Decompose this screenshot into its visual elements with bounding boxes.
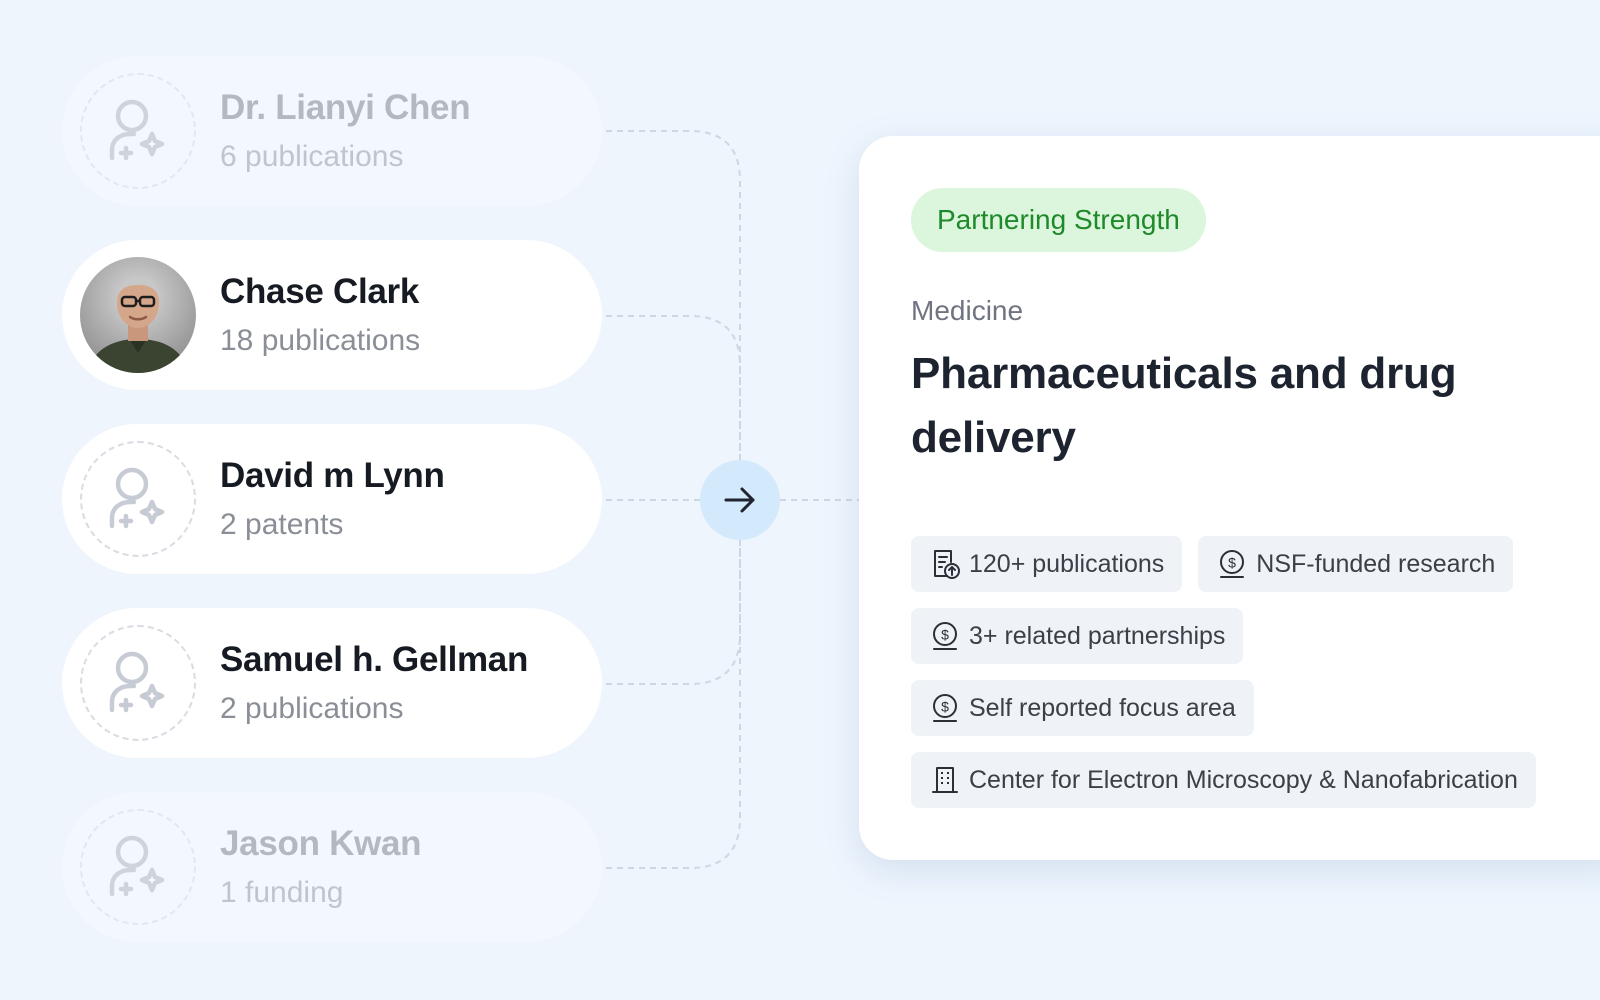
category-label: Medicine [911,295,1024,326]
card-title: Pharmaceuticals and drug delivery [911,349,1457,462]
person-name: Chase Clark [220,272,420,311]
dollar-coin-icon: $ [1216,548,1248,580]
person-card[interactable]: Samuel h. Gellman 2 publications [62,608,602,758]
connector-line-5 [606,540,741,869]
user-sparkle-icon [109,99,165,161]
arrow-button[interactable] [700,460,780,540]
person-meta: 2 patents [220,508,344,541]
tag-center: Center for Electron Microscopy & Nanofab… [911,752,1536,808]
tag-label: Center for Electron Microscopy & Nanofab… [969,765,1518,794]
person-meta: 18 publications [220,324,421,357]
connector-line-2 [606,315,741,462]
person-meta: 1 funding [220,876,344,909]
avatar [80,441,196,557]
avatar-photo [80,257,196,373]
svg-text:$: $ [941,699,949,715]
person-meta: 6 publications [220,140,404,173]
person-name: Dr. Lianyi Chen [220,88,471,127]
building-icon [929,764,961,796]
person-name: Jason Kwan [220,824,422,863]
dollar-coin-icon: $ [929,692,961,724]
area-detail-card: Partnering Strength Medicine Pharmaceuti… [859,136,1600,860]
tag-label: 3+ related partnerships [969,621,1226,650]
person-name: Samuel h. Gellman [220,640,529,679]
avatar [80,257,196,373]
tag-list: 120+ publications $ NSF-funded research [911,536,1571,824]
avatar [80,809,196,925]
document-upload-icon [929,548,961,580]
svg-text:$: $ [941,627,949,643]
person-card[interactable]: Jason Kwan 1 funding [62,792,602,942]
person-meta: 2 publications [220,692,404,725]
person-card[interactable]: Dr. Lianyi Chen 6 publications [62,56,602,206]
connector-line-1 [606,130,741,462]
partnering-strength-badge: Partnering Strength [911,188,1206,252]
avatar [80,73,196,189]
person-card[interactable]: David m Lynn 2 patents [62,424,602,574]
dollar-coin-icon: $ [929,620,961,652]
tag-label: NSF-funded research [1256,549,1496,578]
avatar [80,625,196,741]
tag-partnerships: $ 3+ related partnerships [911,608,1244,664]
arrow-right-icon [724,487,755,513]
person-card[interactable]: Chase Clark 18 publications [62,240,602,390]
tag-label: Self reported focus area [969,693,1236,722]
user-sparkle-icon [109,651,165,713]
user-sparkle-icon [109,467,165,529]
user-sparkle-icon [109,835,165,897]
tag-nsf-funded: $ NSF-funded research [1198,536,1514,592]
tag-publications: 120+ publications [911,536,1183,592]
svg-text:$: $ [1228,555,1236,571]
connector-line-4 [606,540,741,685]
tag-focus-area: $ Self reported focus area [911,680,1254,736]
tag-label: 120+ publications [969,549,1165,578]
person-name: David m Lynn [220,456,445,495]
